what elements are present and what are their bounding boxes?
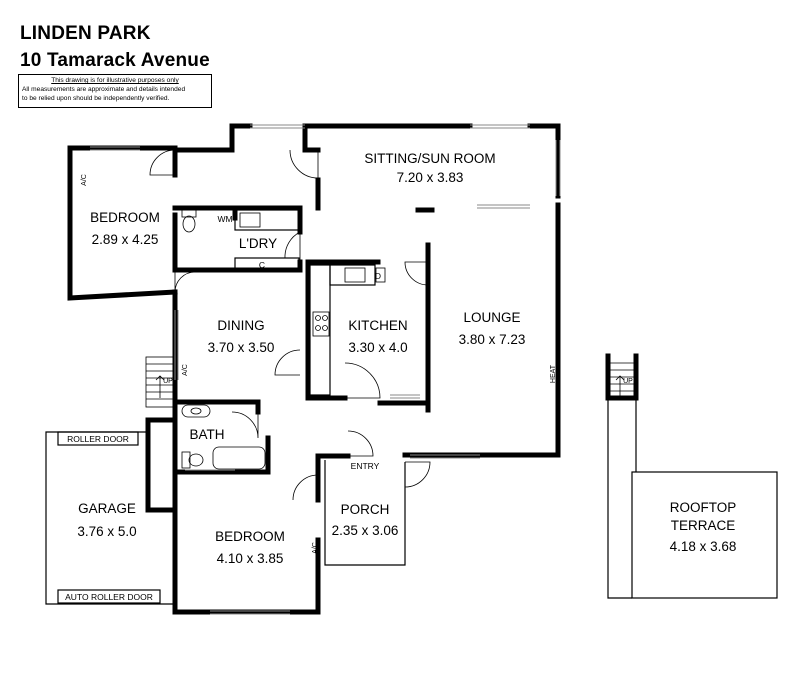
header: LINDEN PARK 10 Tamarack Avenue	[20, 20, 210, 74]
sitting-room-name: SITTING/SUN ROOM	[364, 151, 495, 166]
sitting-room-dims: 7.20 x 3.83	[397, 170, 464, 185]
porch-name: PORCH	[341, 502, 390, 517]
dining-name: DINING	[217, 318, 264, 333]
thin-lines	[45, 209, 778, 605]
roller-door-label: ROLLER DOOR	[67, 434, 129, 444]
disclaimer-box: This drawing is for illustrative purpose…	[18, 74, 212, 108]
bedroom1-name: BEDROOM	[90, 210, 160, 225]
entry-label: ENTRY	[351, 461, 380, 471]
ac-label-bedroom2: A/C	[312, 542, 319, 554]
lounge-dims: 3.80 x 7.23	[459, 332, 526, 347]
windows	[90, 124, 561, 615]
laundry-name: L'DRY	[239, 236, 277, 251]
room-labels: SITTING/SUN ROOM 7.20 x 3.83 BEDROOM 2.8…	[77, 151, 736, 566]
porch-dims: 2.35 x 3.06	[332, 523, 399, 538]
bedroom1-dims: 2.89 x 4.25	[92, 232, 159, 247]
kitchen-dims: 3.30 x 4.0	[348, 340, 407, 355]
bath-name: BATH	[189, 427, 224, 442]
heat-label: HEAT	[550, 364, 557, 383]
doors	[149, 149, 431, 501]
ac-label-bedroom1: A/C	[81, 174, 88, 186]
ac-label-dining: A/C	[182, 364, 189, 376]
dining-dims: 3.70 x 3.50	[208, 340, 275, 355]
garage-dims: 3.76 x 5.0	[77, 524, 136, 539]
bedroom2-name: BEDROOM	[215, 529, 285, 544]
cupboard-label: C	[259, 260, 265, 270]
title-suburb: LINDEN PARK	[20, 23, 151, 44]
annotations: WM C D ENTRY A/C A/C A/C HEAT UP UP ROLL…	[57, 174, 633, 604]
terrace-name-line2: TERRACE	[671, 518, 736, 533]
garage-name: GARAGE	[78, 501, 136, 516]
lounge-name: LOUNGE	[463, 310, 520, 325]
disclaimer-line-1: This drawing is for illustrative purpose…	[51, 77, 179, 84]
up-label-rear: UP	[163, 378, 173, 385]
wm-label: WM	[217, 214, 232, 224]
kitchen-name: KITCHEN	[348, 318, 407, 333]
auto-roller-door-label: AUTO ROLLER DOOR	[65, 592, 153, 602]
terrace-dims: 4.18 x 3.68	[670, 539, 737, 554]
up-label-terrace: UP	[623, 378, 633, 385]
dishwasher-label: D	[375, 271, 381, 281]
disclaimer-line-2: All measurements are approximate and det…	[22, 86, 186, 93]
title-address: 10 Tamarack Avenue	[20, 50, 210, 71]
bedroom2-dims: 4.10 x 3.85	[217, 551, 284, 566]
terrace-name-line1: ROOFTOP	[670, 500, 737, 515]
disclaimer-line-3: to be relied upon should be independentl…	[22, 95, 170, 102]
